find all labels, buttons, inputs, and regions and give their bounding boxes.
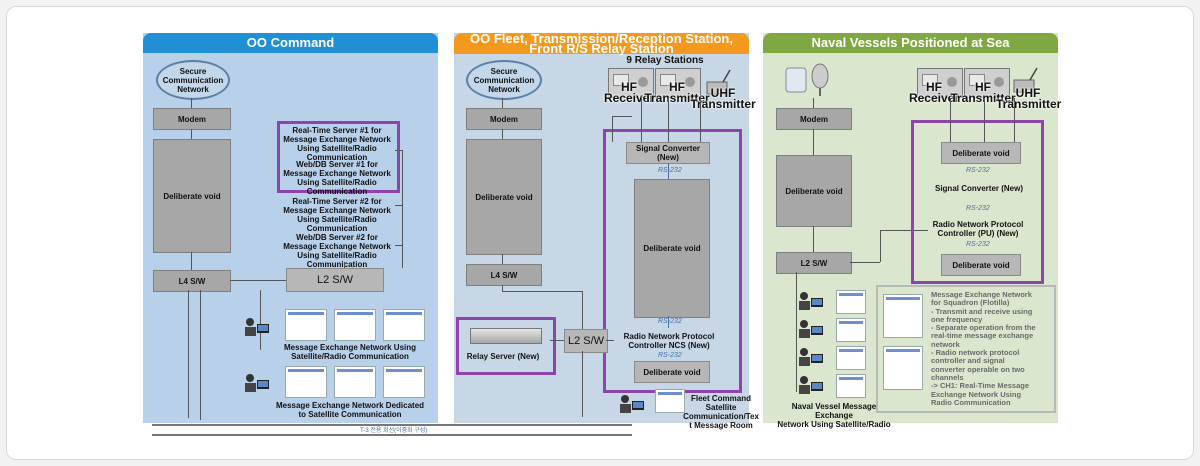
l2-switch-label: L2 S/W — [316, 274, 354, 286]
fleet-l2-switch: L2 S/W — [564, 329, 608, 353]
l4-switch: L4 S/W — [153, 270, 231, 292]
vessel-operator-icon — [796, 374, 824, 396]
vessel-notes-text: Message Exchange Network for Squadron (F… — [931, 290, 1036, 407]
screen-thumb — [836, 374, 866, 398]
t3-line — [152, 424, 632, 426]
cloud-line-3: Network — [177, 84, 209, 94]
screen-thumb — [836, 290, 866, 314]
fleet-modem-box: Modem — [466, 108, 542, 130]
relay-server-label: Relay Server (New) — [466, 352, 540, 361]
operator-icon-2 — [242, 372, 270, 394]
vessel-bottom-void: Deliberate void — [941, 254, 1021, 276]
operator-icon-1 — [242, 316, 270, 338]
vessel-operator-icon — [796, 346, 824, 368]
screen-thumb — [285, 366, 327, 398]
vessel-uhf-antenna-icon — [1012, 66, 1038, 94]
uhf-antenna-icon — [705, 68, 731, 96]
deliberate-void-box: Deliberate void — [153, 139, 231, 253]
vessel-hf-transmitter-device — [964, 68, 1010, 98]
screen-thumb — [334, 366, 376, 398]
screen-thumb — [383, 366, 425, 398]
screen-thumb — [836, 318, 866, 342]
vessel-modem-box: Modem — [776, 108, 852, 130]
screen-thumb — [883, 294, 923, 338]
relay-server-icon — [470, 328, 542, 344]
vessel-deliberate-void-box: Deliberate void — [776, 155, 852, 227]
t3-line-label: T-3 전용 회선(이중화 구성) — [360, 428, 428, 434]
relay-server-highlight — [456, 317, 556, 375]
vessel-rs232-label-1: RS-232 — [966, 167, 990, 174]
screen-thumb — [655, 389, 685, 413]
screen-thumb — [334, 309, 376, 341]
screen-thumb — [836, 346, 866, 370]
screen-thumb — [383, 309, 425, 341]
fleet-deliberate-void-box: Deliberate void — [466, 139, 542, 255]
fleet-rs232-label-3: RS-232 — [658, 352, 682, 359]
vessel-hf-receiver-device — [917, 68, 963, 98]
cloud-line-1: Secure — [179, 66, 207, 76]
modem-box: Modem — [153, 108, 231, 130]
fleet-rs232-label-1: RS-232 — [658, 167, 682, 174]
satellite-dish-icon — [782, 58, 832, 98]
relay-stations-count: 9 Relay Stations — [626, 55, 704, 66]
screen-thumb — [883, 346, 923, 390]
fleet-rs232-label-2: RS-232 — [658, 318, 682, 325]
server-group-highlight — [277, 121, 400, 193]
cloud-line-2: Communication — [162, 75, 224, 85]
vessel-signal-converter: Signal Converter (New) — [934, 184, 1023, 193]
fleet-l4-switch: L4 S/W — [466, 264, 542, 286]
vessel-l2-switch: L2 S/W — [776, 252, 852, 274]
hf-transmitter-device — [655, 68, 701, 98]
panel-vessels-title: Naval Vessels Positioned at Sea — [763, 33, 1058, 53]
vessel-rs232-label-3: RS-232 — [966, 241, 990, 248]
vessel-operator-icon — [796, 290, 824, 312]
panel-command-title: OO Command — [143, 33, 438, 53]
fleet-operator-icon — [617, 393, 645, 415]
l2-switch: L2 S/W — [286, 268, 384, 292]
screen-thumb — [285, 309, 327, 341]
hf-receiver-device — [608, 68, 654, 98]
vessel-operator-icon — [796, 318, 824, 340]
fleet-signal-converter: Signal Converter (New) — [626, 142, 710, 164]
panel-fleet-title: OO Fleet, Transmission/Reception Station… — [454, 32, 749, 55]
fleet-bottom-void: Deliberate void — [634, 361, 710, 383]
t3-line — [152, 434, 632, 436]
vessel-rs232-label-2: RS-232 — [966, 205, 990, 212]
vessel-top-void: Deliberate void — [941, 142, 1021, 164]
vessel-relay-highlight — [911, 120, 1044, 284]
fleet-center-void: Deliberate void — [634, 179, 710, 318]
